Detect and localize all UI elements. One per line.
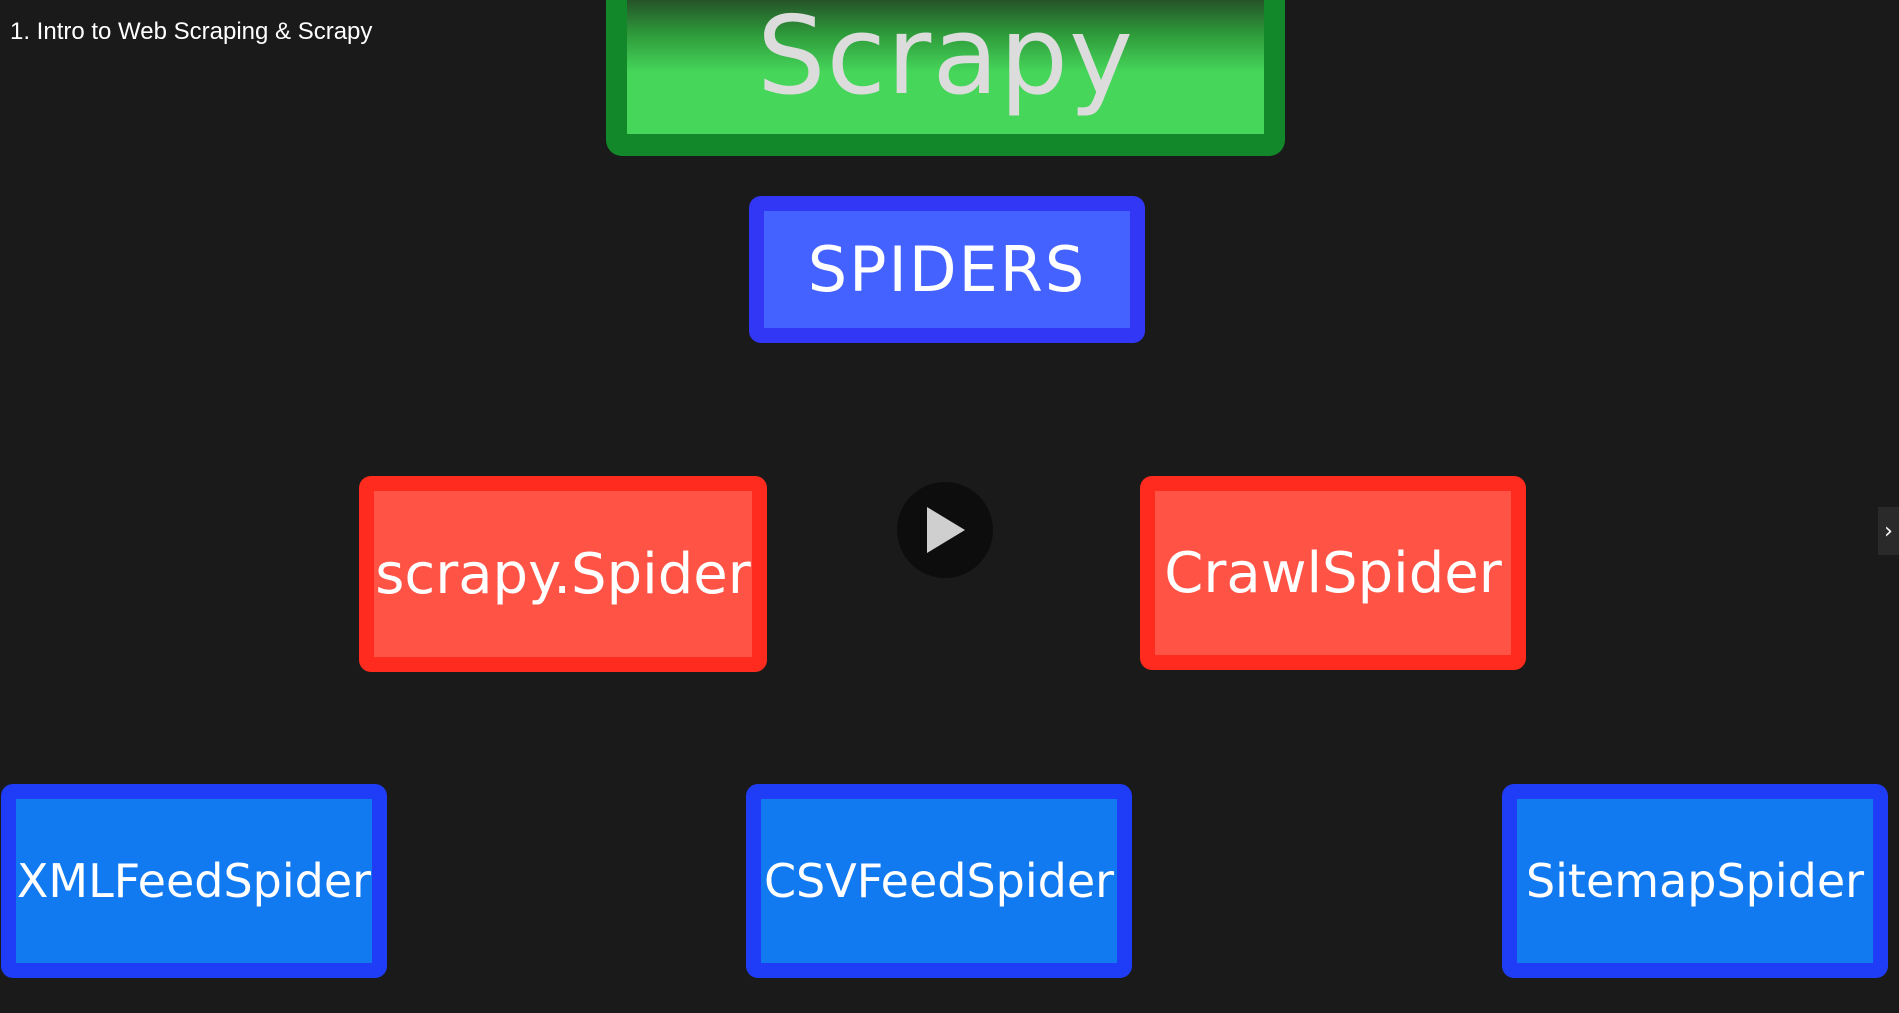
sitemap-spider-label: SitemapSpider [1525,854,1865,908]
spiders-box-fill [764,211,1130,328]
spiders-box: SPIDERS [749,196,1145,343]
xml-feed-spider-label: XMLFeedSpider [16,854,372,908]
chevron-right-icon: › [1884,518,1893,544]
sitemap-spider-box-fill [1517,799,1873,963]
scrapy-spider-box: scrapy.Spider [359,476,767,672]
scrapy-spider-box-fill [374,491,752,657]
spiders-label: SPIDERS [807,233,1087,306]
crawl-spider-box-fill [1155,491,1511,655]
crawl-spider-box: CrawlSpider [1140,476,1526,670]
scrapy-spider-label: scrapy.Spider [375,541,751,607]
sitemap-spider-box: SitemapSpider [1502,784,1888,978]
scrapy-box: Scrapy [606,0,1285,156]
next-lecture-button[interactable]: › [1878,507,1899,555]
xml-feed-spider-box-fill [16,799,372,963]
play-icon [927,507,965,553]
play-button[interactable] [897,482,993,578]
video-title: 1. Intro to Web Scraping & Scrapy [10,18,373,45]
xml-feed-spider-box: XMLFeedSpider [1,784,387,978]
scrapy-label: Scrapy [757,0,1134,119]
csv-feed-spider-box: CSVFeedSpider [746,784,1132,978]
scrapy-box-fill [627,0,1264,134]
csv-feed-spider-box-fill [761,799,1117,963]
csv-feed-spider-label: CSVFeedSpider [763,854,1115,908]
crawl-spider-label: CrawlSpider [1164,540,1502,606]
